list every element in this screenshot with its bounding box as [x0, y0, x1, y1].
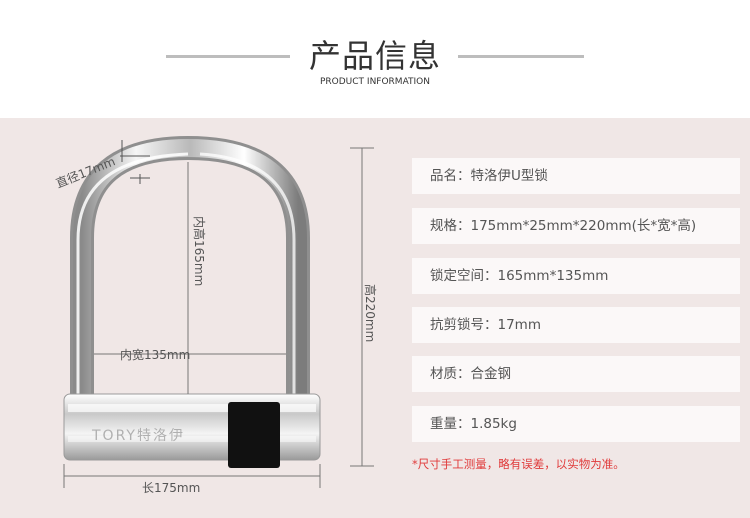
spec-row-material: 材质：合金钢 [412, 356, 740, 392]
spec-row-name: 品名：特洛伊U型锁 [412, 158, 740, 194]
length-label: 长175mm [142, 481, 200, 495]
spec-row-weight: 重量：1.85kg [412, 406, 740, 442]
u-lock-diagram: TORY特洛伊 直径17mm 内高165mm 内宽135mm 高220mm 长1… [54, 135, 378, 495]
inner-width-label: 内宽135mm [120, 347, 190, 362]
header-section: 产品信息 PRODUCT INFORMATION [0, 0, 750, 118]
lock-body: TORY特洛伊 [63, 393, 321, 468]
inner-height-label: 内高165mm [192, 216, 207, 286]
spec-row-shear: 抗剪锁号：17mm [412, 307, 740, 343]
spec-row-space: 锁定空间：165mm*135mm [412, 258, 740, 294]
lock-shackle [70, 135, 310, 400]
key-cover [228, 402, 280, 468]
title-rule-right [458, 55, 584, 58]
title-rule-left [166, 55, 290, 58]
height-label: 高220mm [363, 284, 378, 342]
section-title: 产品信息 [308, 37, 441, 75]
lock-brand-engraving: TORY特洛伊 [91, 428, 185, 444]
spec-row-size: 规格：175mm*25mm*220mm(长*宽*高) [412, 208, 740, 244]
section-subtitle: PRODUCT INFORMATION [319, 77, 431, 87]
measurement-note: *尺寸手工测量，略有误差，以实物为准。 [412, 457, 625, 471]
